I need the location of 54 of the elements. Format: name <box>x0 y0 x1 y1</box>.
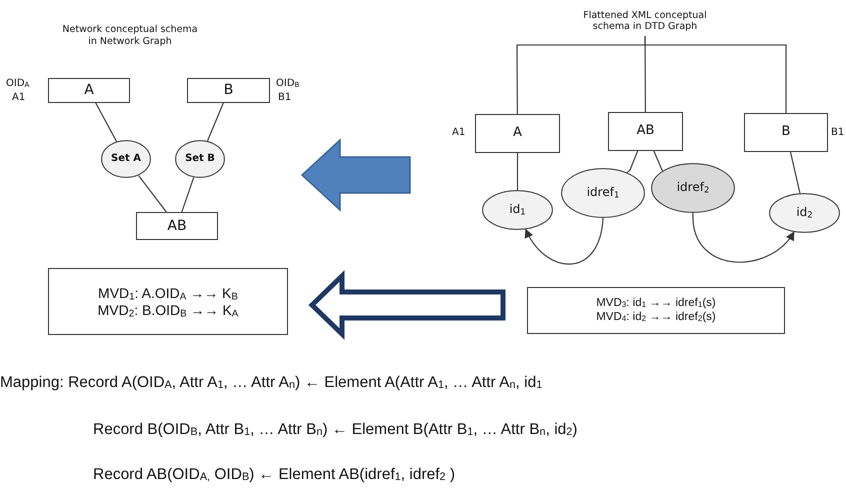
entity-box <box>48 78 130 103</box>
node-label: MVD$_{3}$: id$_{1}$ →→ idref$_{1}$(s) <box>596 297 716 310</box>
entity-box <box>744 113 828 152</box>
mapping-text: Mapping: Record A(OID$_{A}$, Attr A$_{1}$, … Attr A$_{n}$) ← Element A(Attr A$_{1}$, … Attr A$_{n}$, id$_{1}$ <box>0 374 542 392</box>
connector-line <box>181 177 194 212</box>
attribute-ellipse <box>175 140 225 178</box>
node-label: id$_{2}$ <box>796 206 813 220</box>
connector-line <box>516 153 518 190</box>
arrow <box>525 218 604 265</box>
attribute-ellipse <box>769 193 840 233</box>
attribute-ellipse <box>482 190 553 230</box>
node-label: AB <box>167 218 187 234</box>
connector-line <box>644 36 787 113</box>
node-label: MVD$_{4}$: id$_{2}$ →→ idref$_{2}$(s) <box>596 310 716 324</box>
connector-line <box>138 175 167 212</box>
heading-text: Flattened XML conceptual schema in DTD Graph <box>582 11 708 33</box>
node-label: idref$_{1}$ <box>586 186 620 200</box>
attribute-label: OID$_{A}$ <box>6 78 30 89</box>
node-label: MVD$_{1}$: A.OID$_{A}$ →→ K$_{B}$ <box>98 285 238 302</box>
connector-line <box>653 150 664 171</box>
mapping-text: Record B(OID$_{B}$, Attr B$_{1}$, … Attr B$_{n}$) ← Element B(Attr B$_{1}$, … Attr B$_{n}$, id$_{2}$) <box>93 421 578 439</box>
attribute-label: A1 <box>452 127 466 138</box>
dependency-box <box>527 287 785 334</box>
node-label: A <box>84 82 94 99</box>
node-label: idref$_{2}$ <box>676 181 710 195</box>
attribute-label: B1 <box>278 92 292 103</box>
node-label: id$_{1}$ <box>509 203 526 217</box>
attribute-label: A1 <box>12 92 26 103</box>
attribute-ellipse <box>101 140 151 178</box>
entity-box <box>187 78 270 103</box>
connector-line <box>207 102 224 142</box>
entity-box <box>136 212 218 240</box>
connector-line <box>626 150 638 173</box>
arrow <box>692 212 794 263</box>
entity-box <box>608 112 683 151</box>
mapping-text: Record AB(OID$_{A,}$ OID$_{B}$) ← Element AB(idref$_{1}$, idref$_{2}$ ) <box>93 466 456 484</box>
node-label: B <box>782 125 790 140</box>
entity-box <box>475 114 560 153</box>
node-label: MVD$_{2}$: B.OID$_{B}$ →→ K$_{A}$ <box>98 302 238 318</box>
node-label: AB <box>636 124 654 139</box>
block-arrow <box>300 138 411 212</box>
node-label: A <box>513 126 522 141</box>
attribute-ellipse <box>561 168 645 218</box>
node-label: Set A <box>111 153 141 165</box>
connector-line <box>95 102 117 142</box>
connector-line <box>790 152 800 194</box>
node-label: B <box>224 82 234 99</box>
dependency-box <box>48 268 288 335</box>
attribute-label: B1 <box>831 127 844 138</box>
node-label: Set B <box>185 153 215 165</box>
attribute-ellipse <box>651 163 735 213</box>
diagram-heading: Network conceptual schema in Network Graph <box>61 24 199 49</box>
attribute-label: OID$_{B}$ <box>276 78 300 89</box>
block-arrow <box>308 270 506 340</box>
